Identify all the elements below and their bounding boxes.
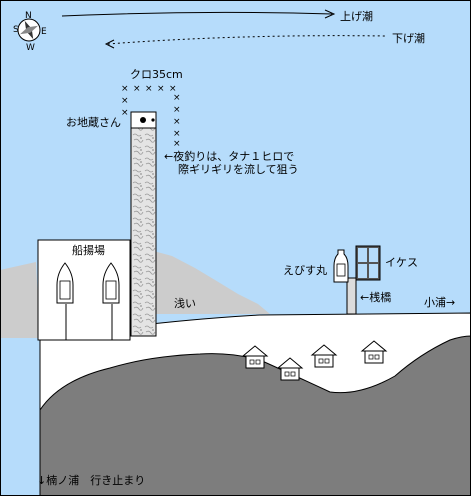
svg-text:×: × bbox=[121, 84, 129, 94]
svg-text:×: × bbox=[173, 129, 181, 139]
svg-text:×: × bbox=[121, 96, 129, 106]
boat-icon bbox=[56, 262, 74, 304]
rising-current-arrowhead bbox=[324, 9, 336, 19]
boat-ramp-label: 船揚場 bbox=[72, 243, 105, 257]
house-icon bbox=[276, 357, 304, 381]
night-fishing-line1: ←夜釣りは、タナ１ヒロで bbox=[164, 149, 294, 163]
ojizo-label: お地蔵さん bbox=[66, 116, 121, 129]
catch-marks: ××××× ×× ×× × × × bbox=[121, 84, 181, 149]
rising-current-line bbox=[61, 11, 333, 17]
falling-current-line bbox=[107, 35, 386, 45]
pier bbox=[346, 277, 357, 315]
land-hill bbox=[128, 250, 270, 314]
house-icon bbox=[241, 345, 269, 369]
fishing-spot-icon bbox=[151, 118, 155, 122]
boat-icon bbox=[102, 262, 120, 304]
ebisumaru-label: えびす丸 bbox=[283, 264, 327, 277]
house-icon bbox=[310, 344, 338, 368]
rising-current-label: 上げ潮 bbox=[340, 9, 373, 23]
compass-s: S bbox=[13, 25, 19, 35]
svg-text:×: × bbox=[145, 84, 153, 94]
svg-text:×: × bbox=[173, 93, 181, 103]
falling-current-label: 下げ潮 bbox=[392, 31, 425, 45]
pier-label: ←桟橋 bbox=[360, 290, 391, 304]
svg-text:×: × bbox=[157, 84, 165, 94]
land-left bbox=[0, 262, 40, 338]
ojizo-marker bbox=[140, 117, 146, 123]
breakwater bbox=[130, 111, 157, 337]
svg-text:×: × bbox=[121, 108, 129, 118]
compass-e: E bbox=[41, 27, 47, 37]
compass-w: W bbox=[26, 43, 35, 53]
ikesu-pen bbox=[355, 245, 381, 281]
svg-text:×: × bbox=[169, 84, 177, 94]
night-fishing-line2: 際ギリギリを流して狙う bbox=[178, 162, 299, 176]
shallow-label: 浅い bbox=[174, 297, 196, 310]
koura-label: 小浦→ bbox=[424, 296, 455, 309]
boat-icon bbox=[333, 249, 349, 283]
compass-n: N bbox=[25, 11, 32, 21]
svg-text:×: × bbox=[173, 105, 181, 115]
kuro-label: クロ35cm bbox=[130, 68, 183, 81]
falling-current-arrowhead bbox=[104, 39, 115, 49]
ikesu-label: イケス bbox=[385, 256, 418, 269]
house-icon bbox=[360, 340, 388, 364]
svg-text:×: × bbox=[133, 84, 141, 94]
svg-text:×: × bbox=[173, 139, 181, 149]
kusunoura-label: ↓楠ノ浦 行き止まり bbox=[37, 473, 145, 487]
compass-rose-icon: N E S W bbox=[13, 11, 47, 53]
svg-text:×: × bbox=[173, 117, 181, 127]
